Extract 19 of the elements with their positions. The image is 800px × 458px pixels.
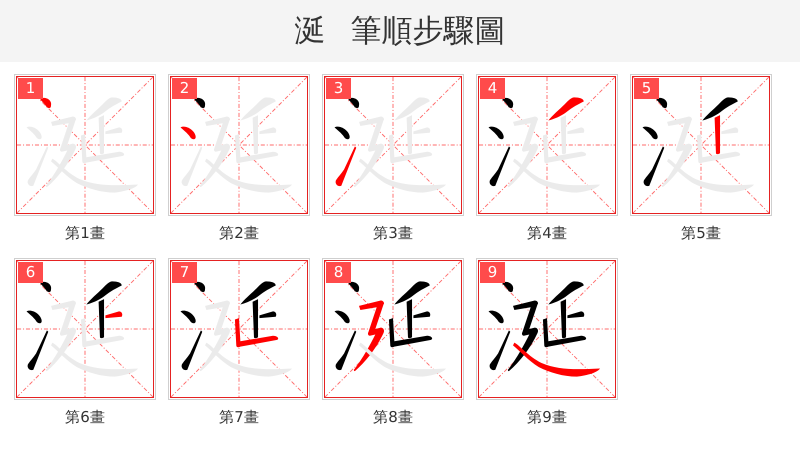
step-number: 9	[480, 262, 505, 283]
step-number: 7	[172, 262, 197, 283]
step-caption: 第2畫	[219, 224, 259, 242]
step-number: 2	[172, 78, 197, 99]
step-number: 3	[326, 78, 351, 99]
step-caption: 第5畫	[681, 224, 721, 242]
step-caption: 第1畫	[65, 224, 105, 242]
step-number: 4	[480, 78, 505, 99]
step-caption: 第9畫	[527, 408, 567, 426]
step-caption: 第4畫	[527, 224, 567, 242]
step-number: 8	[326, 262, 351, 283]
step-caption: 第6畫	[65, 408, 105, 426]
step-caption: 第7畫	[219, 408, 259, 426]
step-number: 5	[634, 78, 659, 99]
step-caption: 第3畫	[373, 224, 413, 242]
step-caption: 第8畫	[373, 408, 413, 426]
step-number: 6	[18, 262, 43, 283]
step-number: 1	[18, 78, 43, 99]
page-title: 涎 筆順步驟圖	[294, 12, 506, 51]
